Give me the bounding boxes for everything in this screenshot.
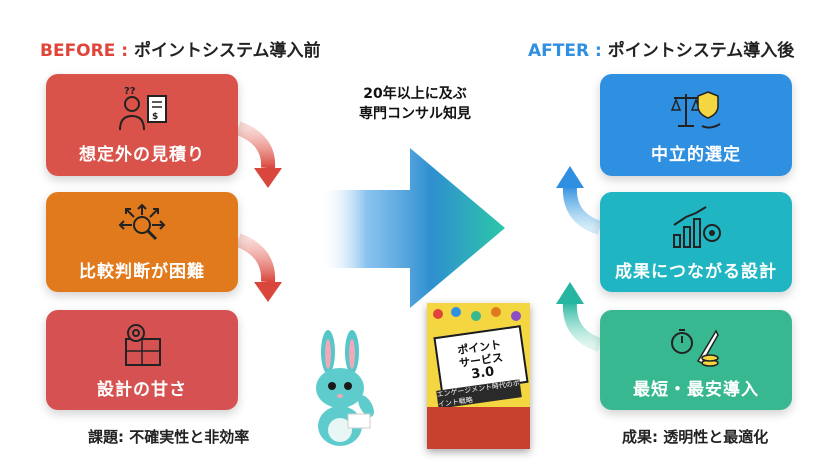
before-card-design: 設計の甘さ	[46, 310, 238, 410]
before-arrowhead-1	[254, 168, 282, 188]
before-arrow-2	[235, 233, 276, 283]
expertise-line-2: 専門コンサル知見	[359, 106, 471, 122]
after-arrowhead-1	[556, 166, 584, 188]
after-card-neutral-label: 中立的選定	[651, 144, 741, 165]
book-cover-image: ポイント サービス 3.0 エンゲージメント時代のポイント戦略	[427, 303, 530, 449]
before-heading-prefix: BEFORE :	[40, 41, 129, 61]
before-card-compare: 比較判断が困難	[46, 192, 238, 292]
book-bottom-band	[427, 407, 530, 449]
center-big-arrow	[320, 148, 505, 308]
after-caption: 成果: 透明性と最適化	[622, 428, 769, 446]
after-heading: AFTER : ポイントシステム導入後	[528, 36, 794, 61]
expertise-line-1: 20年以上に及ぶ	[363, 86, 467, 102]
before-arrow-1	[235, 121, 276, 169]
before-card-design-label: 設計の甘さ	[97, 379, 187, 400]
after-arrowhead-2	[556, 282, 584, 304]
growth-chart-target-icon	[673, 205, 721, 248]
after-card-results-label: 成果につながる設計	[615, 261, 777, 282]
before-arrowhead-2	[254, 282, 282, 302]
confused-person-invoice-icon: ?? $	[119, 86, 167, 130]
after-card-fastest-label: 最短・最安導入	[633, 379, 759, 400]
gear-blueprint-icon	[125, 323, 161, 366]
before-caption: 課題: 不確実性と非効率	[88, 428, 250, 446]
before-card-estimate-label: 想定外の見積り	[79, 144, 205, 165]
svg-text:??: ??	[124, 86, 136, 97]
after-arrow-1	[562, 185, 603, 235]
after-arrow-2	[562, 301, 603, 352]
compare-arrows-magnifier-icon	[118, 203, 166, 240]
svg-text:$: $	[152, 112, 158, 122]
after-card-results: 成果につながる設計	[600, 192, 792, 292]
after-card-fastest: 最短・最安導入	[600, 310, 792, 410]
before-heading: BEFORE : ポイントシステム導入前	[40, 36, 320, 61]
after-heading-prefix: AFTER :	[528, 41, 602, 61]
before-heading-title: ポイントシステム導入前	[128, 41, 321, 61]
expertise-text: 20年以上に及ぶ 専門コンサル知見	[335, 84, 495, 124]
stopwatch-rocket-coins-icon	[671, 328, 719, 367]
scale-shield-hand-icon	[670, 90, 721, 129]
before-card-compare-label: 比較判断が困難	[79, 261, 205, 282]
after-card-neutral: 中立的選定	[600, 74, 792, 176]
book-title-line-3: 3.0	[470, 363, 496, 382]
after-heading-title: ポイントシステム導入後	[601, 41, 795, 61]
rabbit-mascot-image	[316, 330, 374, 446]
before-card-estimate: ?? $ 想定外の見積り	[46, 74, 238, 176]
